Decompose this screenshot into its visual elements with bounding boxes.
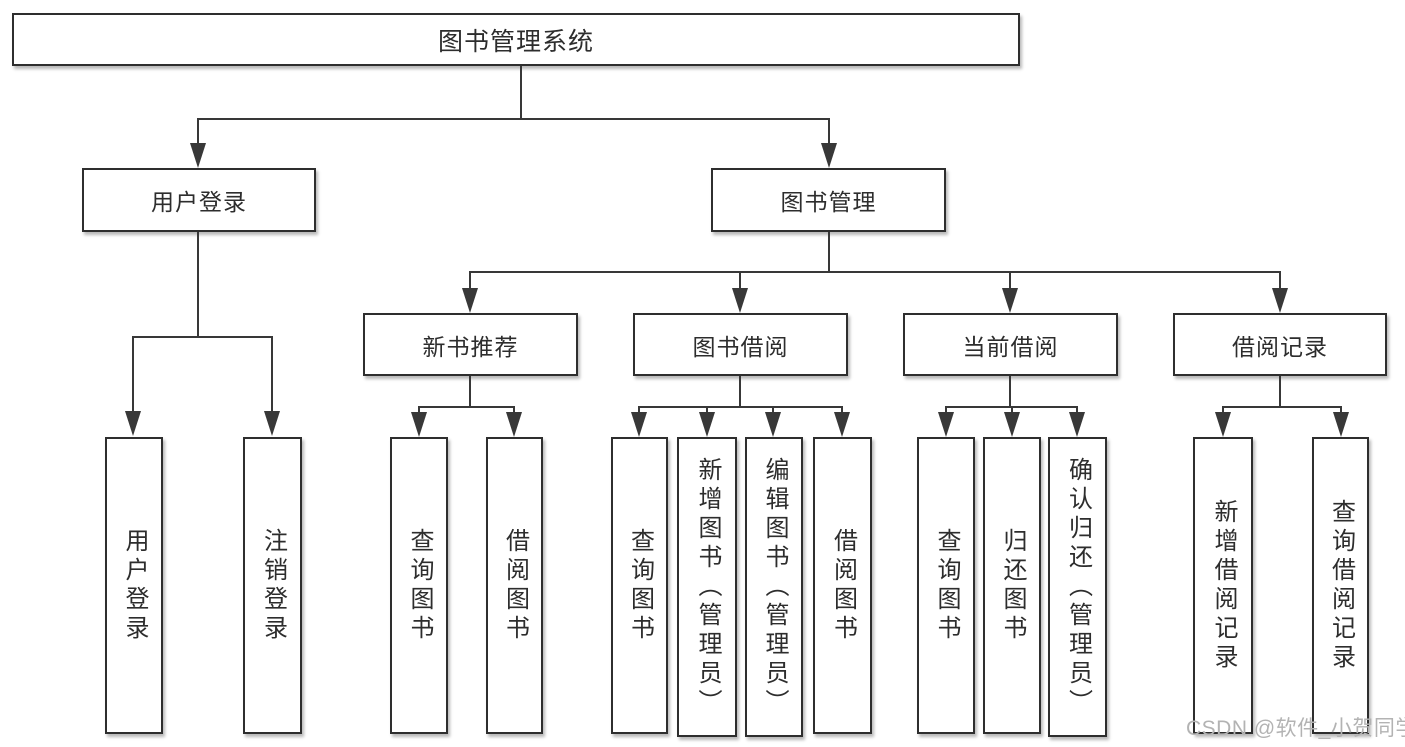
- connector-leaf-stem: [418, 406, 420, 414]
- connector-borrow-records-stem: [1279, 376, 1281, 408]
- node-leaf-return-book: 归还图书: [983, 437, 1041, 734]
- arrowhead-leaf: [506, 412, 522, 437]
- node-leaf-user-login: 用户登录: [105, 437, 163, 734]
- arrowhead-leaf: [699, 412, 715, 437]
- connector-current-borrow-stem: [1009, 376, 1011, 408]
- connector-new-book-rec-stem: [469, 376, 471, 408]
- arrowhead-book-mgmt: [821, 143, 837, 168]
- connector-to-logout-leaf: [271, 336, 273, 411]
- connector-user-login-bar: [132, 336, 273, 338]
- arrowhead-user-login: [190, 143, 206, 168]
- node-label: 借阅图书: [501, 527, 529, 644]
- connector-leaf-stem: [945, 406, 947, 414]
- connector-leaf-stem: [841, 406, 843, 414]
- connector-leaf-stem: [513, 406, 515, 414]
- node-library-system: 图书管理系统: [12, 13, 1020, 66]
- node-label: 用户登录: [121, 527, 148, 644]
- connector-to-book-borrow: [739, 271, 741, 289]
- node-leaf-query-books-2: 查询图书: [611, 437, 668, 734]
- arrowhead-borrow-records: [1272, 288, 1288, 313]
- connector-book-mgmt-stem: [828, 232, 830, 273]
- connector-leaf-stem: [1011, 406, 1013, 414]
- node-book-borrow: 图书借阅: [633, 313, 848, 376]
- arrowhead-current-borrow: [1002, 288, 1018, 313]
- node-current-borrow: 当前借阅: [903, 313, 1118, 376]
- node-label: 注销登录: [259, 527, 287, 644]
- node-label: 当前借阅: [962, 333, 1059, 360]
- arrowhead-leaf: [631, 412, 647, 437]
- node-label: 图书管理系统: [437, 27, 594, 56]
- node-book-mgmt: 图书管理: [711, 168, 946, 232]
- node-label: 借阅图书: [829, 527, 857, 644]
- node-label: 图书管理: [780, 189, 877, 215]
- node-leaf-query-borrow-record: 查询借阅记录: [1312, 437, 1369, 734]
- connector-leaf-stem: [1340, 406, 1342, 414]
- node-label: 查询借阅记录: [1327, 498, 1355, 673]
- connector-leaf-stem: [638, 406, 640, 414]
- arrowhead-leaf: [834, 412, 850, 437]
- connector-to-current-borrow: [1009, 271, 1011, 289]
- node-leaf-add-borrow-record: 新增借阅记录: [1193, 437, 1253, 734]
- node-leaf-query-books-1: 查询图书: [390, 437, 448, 734]
- node-label: 查询图书: [626, 527, 654, 644]
- arrowhead-leaf: [938, 412, 954, 437]
- arrowhead-new-book-rec: [462, 288, 478, 313]
- connector-new-book-rec-bar: [418, 406, 515, 408]
- connector-borrow-records-bar: [1222, 406, 1342, 408]
- arrowhead-leaf: [1004, 412, 1020, 437]
- connector-book-borrow-stem: [739, 376, 741, 408]
- connector-leaf-stem: [1076, 406, 1078, 414]
- node-label: 查询图书: [933, 527, 960, 644]
- node-label: 图书借阅: [692, 333, 789, 360]
- connector-book-mgmt-bar: [469, 271, 1281, 273]
- connector-to-new-book-rec: [469, 271, 471, 289]
- node-label: 查询图书: [406, 527, 433, 644]
- connector-to-book-mgmt: [828, 118, 830, 144]
- node-leaf-logout: 注销登录: [243, 437, 302, 734]
- arrowhead-logout-leaf: [264, 411, 280, 436]
- arrowhead-leaf: [1333, 412, 1349, 437]
- arrowhead-leaf: [1069, 412, 1085, 437]
- arrowhead-login-leaf: [125, 411, 141, 436]
- node-leaf-query-books-3: 查询图书: [917, 437, 975, 734]
- connector-root-stem: [520, 66, 522, 119]
- node-borrow-records: 借阅记录: [1173, 313, 1387, 376]
- connector-leaf-stem: [706, 406, 708, 414]
- node-label: 新增借阅记录: [1210, 498, 1237, 673]
- connector-leaf-stem: [772, 406, 774, 414]
- node-leaf-borrow-books-1: 借阅图书: [486, 437, 543, 734]
- connector-root-bar: [197, 118, 830, 120]
- node-label: 借阅记录: [1232, 333, 1328, 360]
- node-label: 归还图书: [999, 527, 1026, 644]
- node-leaf-borrow-books-2: 借阅图书: [813, 437, 872, 734]
- node-label: 新书推荐: [422, 333, 519, 360]
- node-label: 新增图书（管理员）: [694, 456, 721, 718]
- node-label: 用户登录: [151, 189, 247, 215]
- connector-to-user-login: [197, 118, 199, 144]
- node-leaf-confirm-return-admin: 确认归还（管理员）: [1048, 437, 1107, 737]
- arrowhead-leaf: [765, 412, 781, 437]
- connector-leaf-stem: [1222, 406, 1224, 414]
- connector-to-login-leaf: [132, 336, 134, 411]
- arrowhead-book-borrow: [732, 288, 748, 313]
- connector-to-borrow-records: [1279, 271, 1281, 289]
- csdn-watermark: CSDN @软件_小贺同学: [1186, 717, 1405, 740]
- node-user-login: 用户登录: [82, 168, 316, 232]
- connector-book-borrow-bar: [638, 406, 843, 408]
- connector-user-login-stem: [197, 232, 199, 338]
- node-label: 确认归还（管理员）: [1064, 456, 1092, 718]
- node-new-book-rec: 新书推荐: [363, 313, 578, 376]
- arrowhead-leaf: [411, 412, 427, 437]
- node-leaf-add-book-admin: 新增图书（管理员）: [677, 437, 737, 737]
- arrowhead-leaf: [1215, 412, 1231, 437]
- node-leaf-edit-book-admin: 编辑图书（管理员）: [745, 437, 803, 737]
- node-label: 编辑图书（管理员）: [761, 456, 788, 718]
